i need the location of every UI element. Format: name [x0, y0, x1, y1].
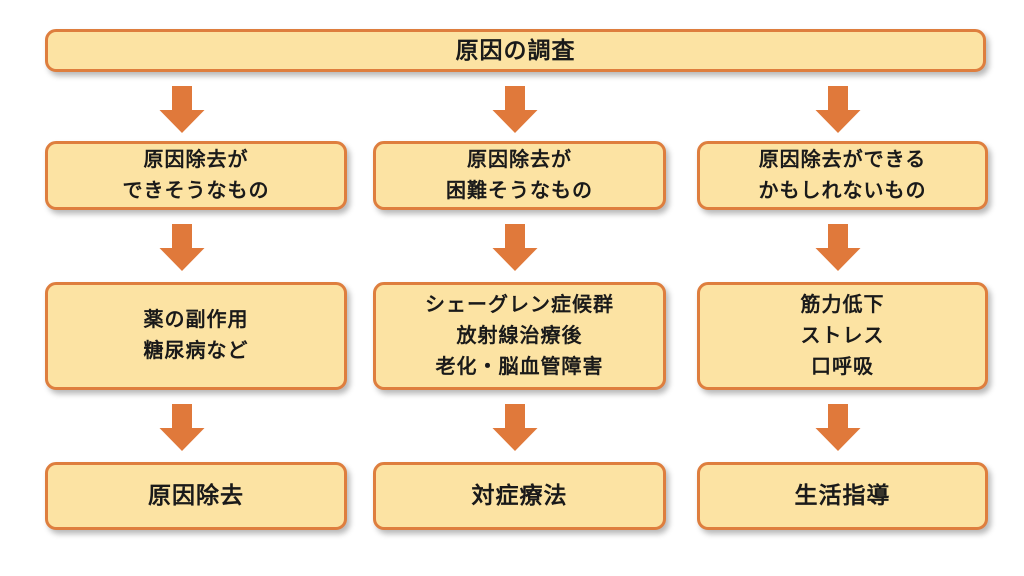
treatment-cause-removal-label: 原因除去 — [148, 482, 244, 509]
arrow-down-icon — [815, 86, 861, 133]
box-treatment-lifestyle: 生活指導 — [697, 462, 988, 530]
box-treatment-symptomatic: 対症療法 — [373, 462, 666, 530]
causes-muscle-stress-label: 筋力低下 ストレス 口呼吸 — [800, 293, 885, 378]
arrow-down-icon — [159, 86, 205, 133]
arrow-down-icon — [815, 224, 861, 271]
box-causes-sjogren-radiation: シェーグレン症候群 放射線治療後 老化・脳血管障害 — [373, 282, 666, 390]
box-branch-removable: 原因除去が できそうなもの — [45, 141, 347, 210]
box-investigation: 原因の調査 — [45, 29, 986, 72]
arrow-down-icon — [492, 224, 538, 271]
box-treatment-cause-removal: 原因除去 — [45, 462, 347, 530]
arrow-down-icon — [815, 404, 861, 451]
causes-sjogren-radiation-label: シェーグレン症候群 放射線治療後 老化・脳血管障害 — [425, 293, 614, 378]
arrow-down-icon — [492, 404, 538, 451]
arrow-down-icon — [159, 224, 205, 271]
branch-removable-label: 原因除去が できそうなもの — [122, 148, 270, 202]
investigation-label: 原因の調査 — [455, 36, 576, 63]
branch-maybe-label: 原因除去ができる かもしれないもの — [758, 148, 927, 202]
arrow-down-icon — [159, 404, 205, 451]
branch-difficult-label: 原因除去が 困難そうなもの — [446, 148, 593, 202]
treatment-symptomatic-label: 対症療法 — [471, 482, 568, 509]
treatment-lifestyle-label: 生活指導 — [794, 482, 891, 509]
causes-drug-diabetes-label: 薬の副作用 糖尿病など — [143, 309, 249, 362]
box-branch-difficult: 原因除去が 困難そうなもの — [373, 141, 666, 210]
box-branch-maybe: 原因除去ができる かもしれないもの — [697, 141, 988, 210]
box-causes-muscle-stress: 筋力低下 ストレス 口呼吸 — [697, 282, 988, 390]
box-causes-drug-diabetes: 薬の副作用 糖尿病など — [45, 282, 347, 390]
arrow-down-icon — [492, 86, 538, 133]
